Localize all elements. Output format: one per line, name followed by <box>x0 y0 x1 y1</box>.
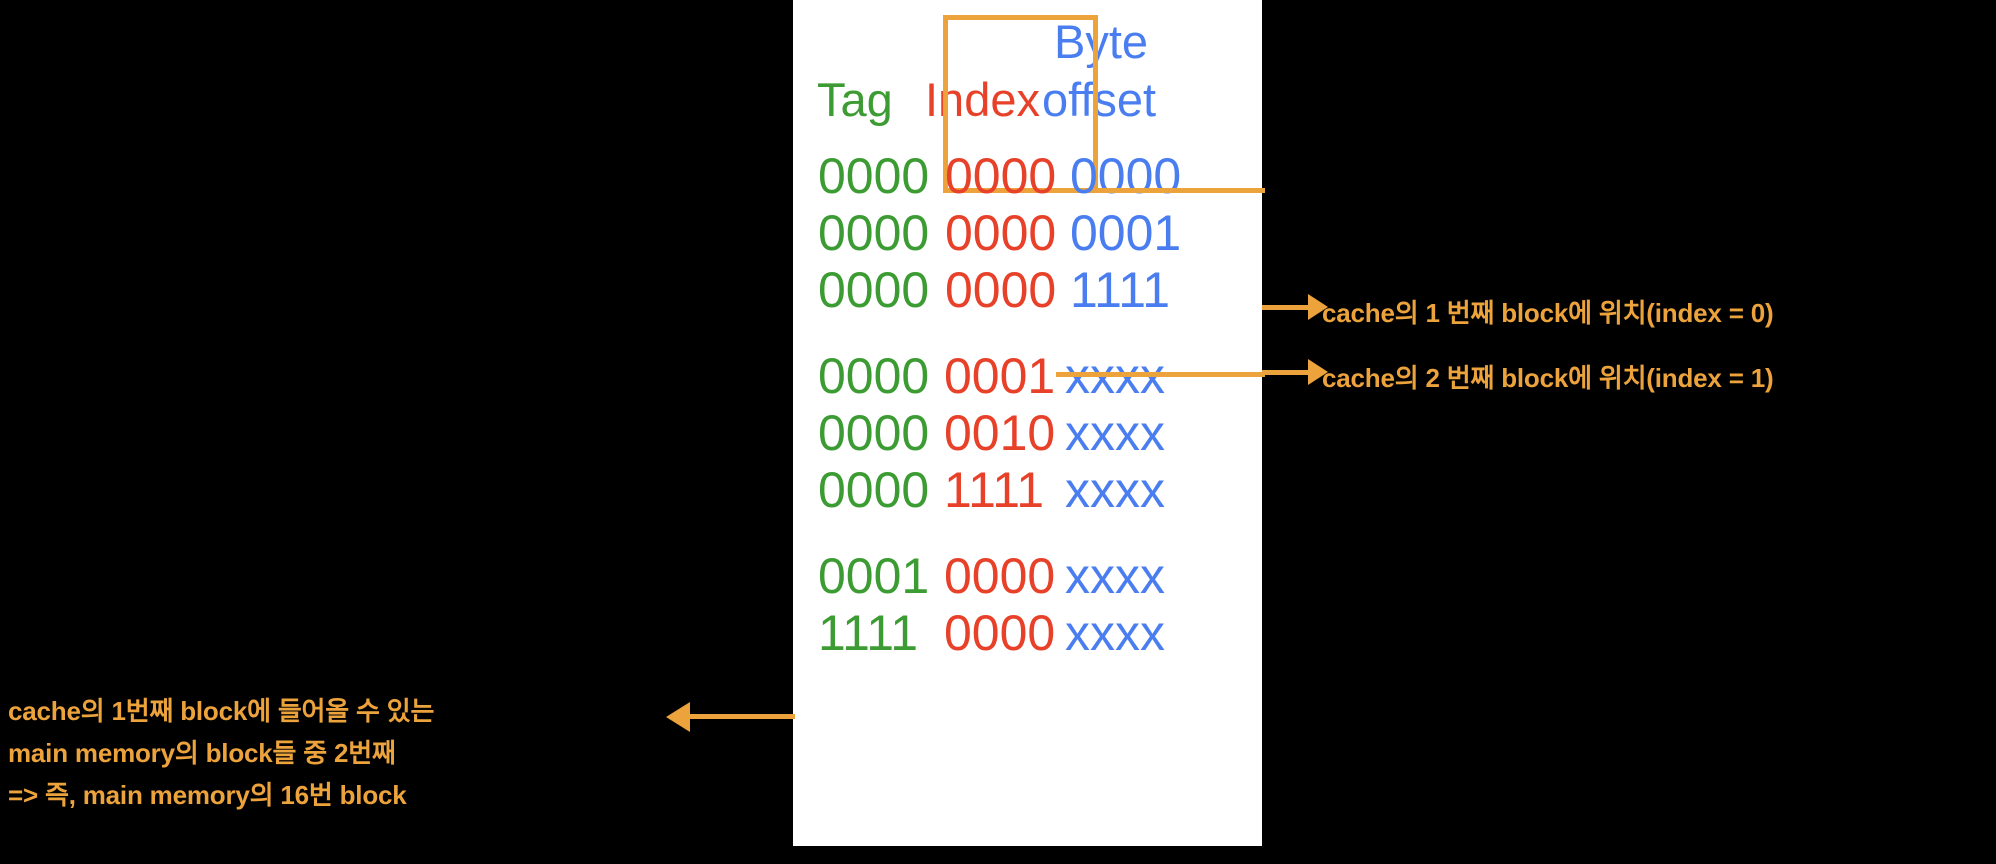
cell-offset: xxxx <box>1065 405 1165 461</box>
table-row: 0000 0000 0001 <box>793 205 1262 261</box>
cell-tag: 1111 <box>818 605 919 661</box>
column-header-offset: offset <box>1042 73 1157 126</box>
cell-offset: xxxx <box>1065 548 1165 604</box>
column-header-byte: Byte <box>1054 15 1149 68</box>
cell-index: 1111 <box>944 462 1045 518</box>
cell-offset: 0001 <box>1070 205 1182 261</box>
annotation-bottom-left: cache의 1번째 block에 들어올 수 있는 main memory의 … <box>8 690 434 816</box>
cell-tag: 0000 <box>818 405 930 461</box>
cell-index: 0000 <box>945 148 1057 204</box>
arrow-head-left-icon <box>666 702 690 732</box>
column-header-tag: Tag <box>817 73 893 126</box>
table-row: 1111 0000 xxxx <box>793 605 1262 661</box>
cell-index: 0010 <box>944 405 1056 461</box>
cell-tag: 0000 <box>818 262 930 318</box>
arrow-line-left <box>690 714 795 719</box>
arrow-line-right-2 <box>1262 370 1310 375</box>
cell-offset: 0000 <box>1070 148 1182 204</box>
table-row: 0000 1111 xxxx <box>793 462 1262 518</box>
annotation-right-2: cache의 2 번째 block에 위치(index = 1) <box>1322 363 1774 393</box>
index-highlight-box <box>943 15 1098 193</box>
cell-offset: xxxx <box>1065 462 1165 518</box>
annotation-bottom-left-line-1: cache의 1번째 block에 들어올 수 있는 <box>8 696 435 726</box>
table-row: 0000 0001 xxxx <box>793 348 1262 404</box>
annotation-right-1: cache의 1 번째 block에 위치(index = 0) <box>1322 298 1774 328</box>
cell-index: 0000 <box>945 205 1057 261</box>
table-row: 0000 0000 0000 <box>793 148 1262 204</box>
cell-index: 0000 <box>944 605 1056 661</box>
cell-tag: 0000 <box>818 348 930 404</box>
cell-offset: xxxx <box>1065 605 1165 661</box>
annotation-bottom-left-line-2: main memory의 block들 중 2번째 <box>8 738 396 768</box>
arrow-line-right-1 <box>1262 305 1310 310</box>
connector-line-2 <box>1056 372 1265 377</box>
cell-index: 0000 <box>945 262 1057 318</box>
address-breakdown-panel: Tag Index Byte offset 0000 0000 0000 000… <box>793 0 1265 846</box>
table-row: 0000 0000 1111 <box>793 262 1262 318</box>
cell-index: 0001 <box>944 348 1056 404</box>
cell-tag: 0000 <box>818 205 930 261</box>
table-row: 0000 0010 xxxx <box>793 405 1262 461</box>
cell-offset: 1111 <box>1070 262 1171 318</box>
annotation-bottom-left-line-3: => 즉, main memory의 16번 block <box>8 780 407 810</box>
cell-index: 0000 <box>944 548 1056 604</box>
arrow-head-right-1-icon <box>1308 294 1328 320</box>
cell-tag: 0000 <box>818 462 930 518</box>
connector-line-1 <box>1095 188 1265 193</box>
table-row: 0001 0000 xxxx <box>793 548 1262 604</box>
arrow-head-right-2-icon <box>1308 359 1328 385</box>
cell-tag: 0001 <box>818 548 930 604</box>
cell-tag: 0000 <box>818 148 930 204</box>
